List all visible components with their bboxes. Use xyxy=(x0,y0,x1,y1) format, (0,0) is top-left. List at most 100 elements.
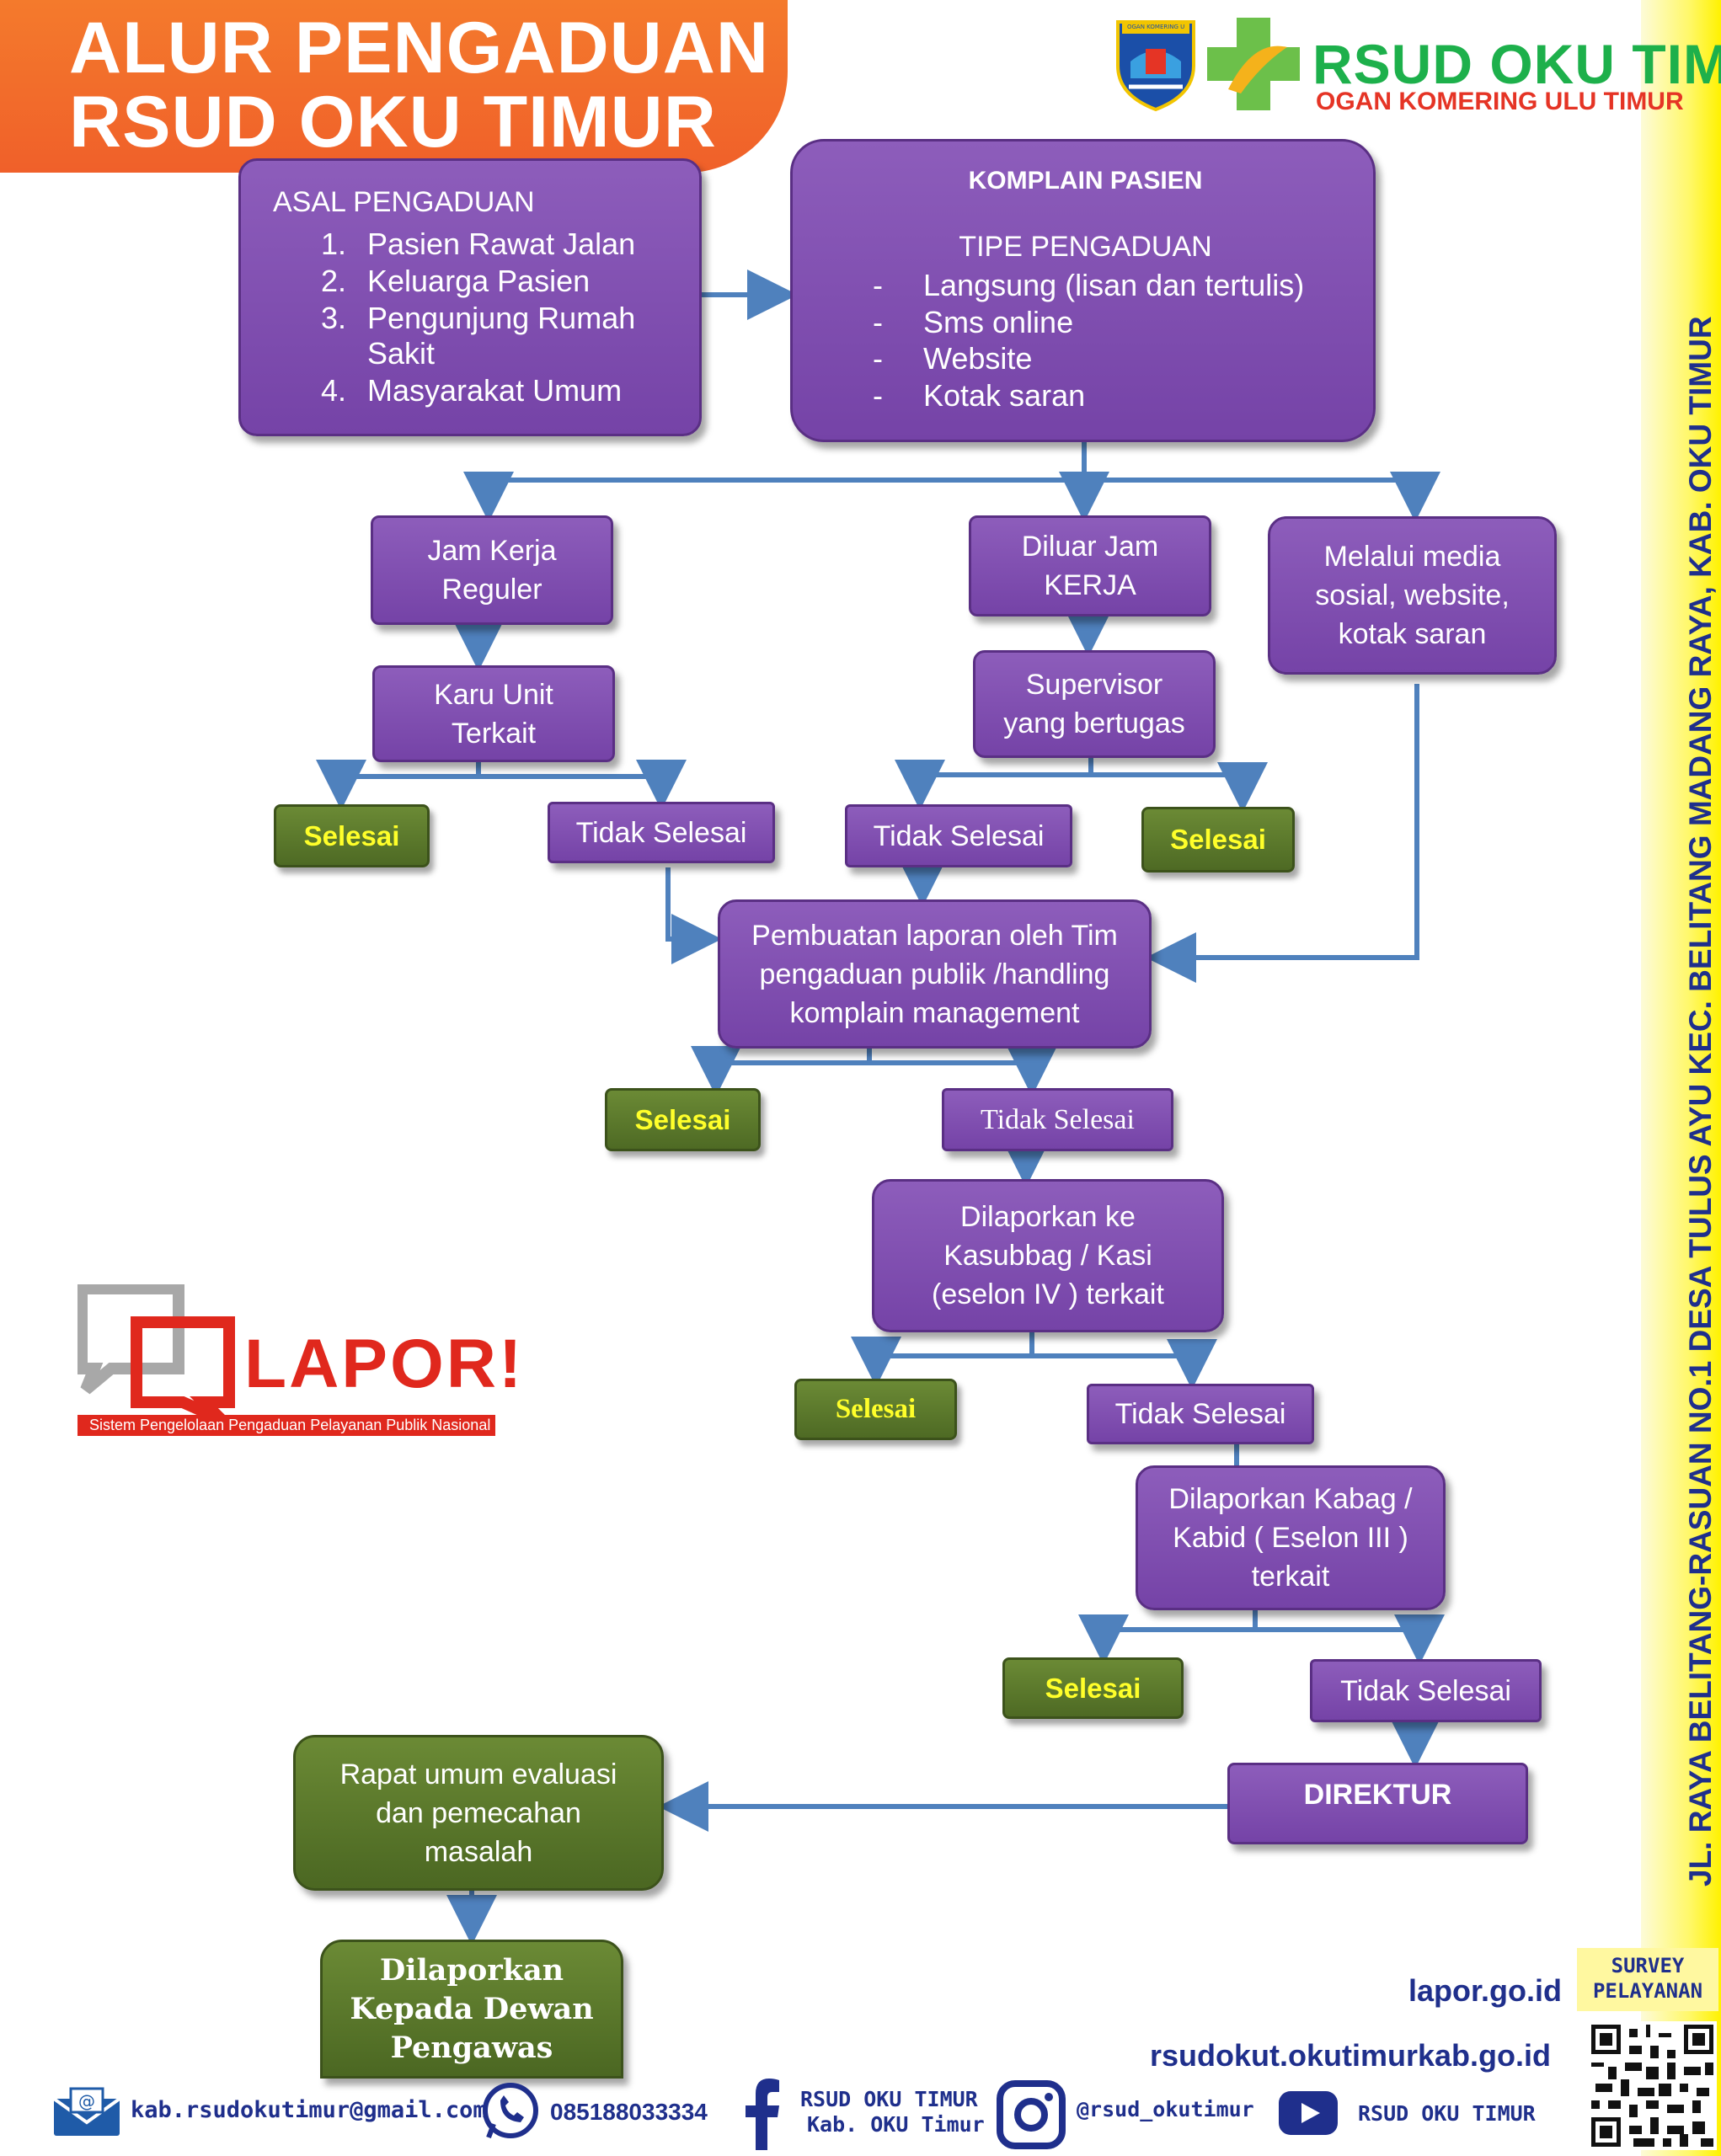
title-line-1: ALUR PENGADUAN xyxy=(69,8,769,88)
direktur-label: DIREKTUR xyxy=(1303,1779,1452,1811)
selesai-karu: Selesai xyxy=(274,804,430,867)
selesai-tim: Selesai xyxy=(605,1088,761,1151)
selesai-kasubbag-label: Selesai xyxy=(835,1394,917,1424)
media-line-1: Melalui media xyxy=(1323,541,1501,573)
survey-qr-code[interactable] xyxy=(1588,2021,1717,2150)
tidak-selesai-supervisor: Tidak Selesai xyxy=(845,804,1072,867)
pembuatan-line-1: Pembuatan laporan oleh Tim xyxy=(751,919,1118,952)
asal-item-4: Masyarakat Umum xyxy=(367,373,623,408)
asal-item-3: Pengunjung Rumah xyxy=(367,301,636,335)
survey-label: SURVEY PELAYANAN xyxy=(1577,1948,1718,2011)
footer-email[interactable]: kab.rsudokutimur@gmail.com xyxy=(131,2097,487,2123)
tipe-heading: TIPE PENGADUAN xyxy=(959,231,1212,263)
dewan-line-2: Kepada Dewan xyxy=(350,1991,594,2026)
tipe-dash-2: - xyxy=(873,305,883,339)
kabag-line-3: terkait xyxy=(1251,1561,1330,1593)
kasubbag-line-1: Dilaporkan ke xyxy=(960,1201,1136,1233)
lapor-url[interactable]: lapor.go.id xyxy=(1408,1973,1563,2008)
tidak-selesai-tim-label: Tidak Selesai xyxy=(981,1103,1135,1135)
jam-kerja-line-2: Reguler xyxy=(441,574,542,606)
media-line-3: kotak saran xyxy=(1338,618,1487,650)
tipe-dash-3: - xyxy=(873,341,883,376)
hospital-subtitle: OGAN KOMERING ULU TIMUR xyxy=(1316,88,1684,115)
rapat-line-2: dan pemecahan xyxy=(376,1796,581,1829)
asal-pengaduan-box: ASAL PENGADUAN 1. Pasien Rawat Jalan 2. … xyxy=(238,158,702,436)
footer-youtube[interactable]: RSUD OKU TIMUR xyxy=(1358,2101,1536,2126)
lapor-tagline: Sistem Pengelolaan Pengaduan Pelayanan P… xyxy=(77,1415,495,1436)
supervisor-box: Supervisor yang bertugas xyxy=(973,650,1216,758)
asal-item-1: Pasien Rawat Jalan xyxy=(367,227,636,261)
kabag-line-1: Dilaporkan Kabag / xyxy=(1168,1483,1413,1515)
tipe-dash-4: - xyxy=(873,378,883,413)
tidak-selesai-kasubbag: Tidak Selesai xyxy=(1087,1384,1314,1444)
svg-text:@: @ xyxy=(78,2091,95,2111)
komplain-heading: KOMPLAIN PASIEN xyxy=(968,167,1203,195)
footer-phone[interactable]: 085188033334 xyxy=(550,2099,708,2125)
asal-item-num-1: 1. xyxy=(321,227,347,261)
kasubbag-line-2: Kasubbag / Kasi xyxy=(943,1240,1152,1272)
hospital-name: RSUD OKU TIMUR xyxy=(1312,33,1721,95)
side-strip xyxy=(1641,0,1721,2156)
tidak-selesai-tim: Tidak Selesai xyxy=(942,1088,1173,1151)
tidak-selesai-karu-label: Tidak Selesai xyxy=(575,816,747,849)
karu-unit-box: Karu Unit Terkait xyxy=(372,665,615,762)
emblem-text: OGAN KOMERING ULU TIMUR xyxy=(1127,24,1184,30)
komplain-pasien-box: KOMPLAIN PASIEN TIPE PENGADUAN - Langsun… xyxy=(790,139,1376,442)
facebook-icon xyxy=(746,2079,779,2150)
selesai-tim-label: Selesai xyxy=(634,1103,731,1135)
dewan-line-1: Dilaporkan xyxy=(379,1952,564,1988)
tidak-selesai-supervisor-label: Tidak Selesai xyxy=(873,819,1045,852)
kasubbag-box: Dilaporkan ke Kasubbag / Kasi (eselon IV… xyxy=(872,1179,1224,1332)
footer-facebook-1[interactable]: RSUD OKU TIMUR xyxy=(800,2087,978,2111)
side-address: JL. RAYA BELITANG-RASUAN NO.1 DESA TULUS… xyxy=(1683,316,1718,1886)
survey-line-1: SURVEY xyxy=(1611,1954,1685,1977)
kabag-box: Dilaporkan Kabag / Kabid ( Eselon III ) … xyxy=(1136,1465,1446,1610)
karu-line-1: Karu Unit xyxy=(434,678,553,711)
supervisor-line-2: yang bertugas xyxy=(1003,707,1185,739)
hospital-cross-logo xyxy=(1203,13,1304,115)
instagram-icon xyxy=(997,2080,1066,2149)
whatsapp-icon xyxy=(480,2082,541,2143)
tidak-selesai-kabag-label: Tidak Selesai xyxy=(1340,1674,1511,1707)
diluar-jam-line-2: KERJA xyxy=(1044,569,1136,601)
lapor-brand: LAPOR! xyxy=(244,1326,525,1402)
asal-item-num-4: 4. xyxy=(321,373,347,408)
pembuatan-line-2: pengaduan publik /handling xyxy=(759,958,1110,990)
direktur-box: DIREKTUR xyxy=(1227,1763,1528,1844)
tidak-selesai-kasubbag-label: Tidak Selesai xyxy=(1114,1398,1286,1430)
footer-facebook-2[interactable]: Kab. OKU Timur xyxy=(807,2112,985,2137)
media-sosial-box: Melalui media sosial, website, kotak sar… xyxy=(1268,516,1557,675)
footer-instagram[interactable]: @rsud_okutimur xyxy=(1077,2097,1254,2121)
tipe-item-3: Website xyxy=(923,341,1033,376)
pembuatan-line-3: komplain management xyxy=(789,996,1080,1029)
selesai-supervisor: Selesai xyxy=(1141,807,1295,873)
asal-item-num-2: 2. xyxy=(321,264,347,298)
kabag-line-2: Kabid ( Eselon III ) xyxy=(1173,1522,1408,1554)
title-line-2: RSUD OKU TIMUR xyxy=(69,82,717,163)
survey-line-2: PELAYANAN xyxy=(1592,1979,1703,2003)
media-line-2: sosial, website, xyxy=(1315,579,1510,611)
tipe-item-4: Kotak saran xyxy=(923,378,1086,413)
diluar-jam-line-1: Diluar Jam xyxy=(1021,531,1159,563)
youtube-icon xyxy=(1279,2091,1338,2135)
dewan-pengawas-box: Dilaporkan Kepada Dewan Pengawas xyxy=(320,1940,623,2079)
tipe-item-1: Langsung (lisan dan tertulis) xyxy=(923,268,1305,302)
supervisor-line-1: Supervisor xyxy=(1025,669,1163,701)
site-url[interactable]: rsudokut.okutimurkab.go.id xyxy=(1150,2038,1552,2073)
tidak-selesai-kabag: Tidak Selesai xyxy=(1310,1659,1542,1722)
asal-item-num-3: 3. xyxy=(321,301,347,335)
kasubbag-line-3: (eselon IV ) terkait xyxy=(932,1278,1164,1310)
email-icon: @ xyxy=(52,2087,121,2137)
tidak-selesai-karu: Tidak Selesai xyxy=(548,802,775,863)
pembuatan-laporan-box: Pembuatan laporan oleh Tim pengaduan pub… xyxy=(718,899,1152,1049)
selesai-kabag: Selesai xyxy=(1002,1657,1184,1719)
selesai-supervisor-label: Selesai xyxy=(1170,824,1266,855)
asal-heading: ASAL PENGADUAN xyxy=(273,186,535,218)
regency-emblem: OGAN KOMERING ULU TIMUR xyxy=(1114,15,1198,112)
tipe-item-2: Sms online xyxy=(923,305,1074,339)
rapat-evaluasi-box: Rapat umum evaluasi dan pemecahan masala… xyxy=(293,1735,664,1891)
selesai-kasubbag: Selesai xyxy=(794,1379,957,1440)
tipe-dash-1: - xyxy=(873,268,883,302)
dewan-line-3: Pengawas xyxy=(390,2030,553,2065)
